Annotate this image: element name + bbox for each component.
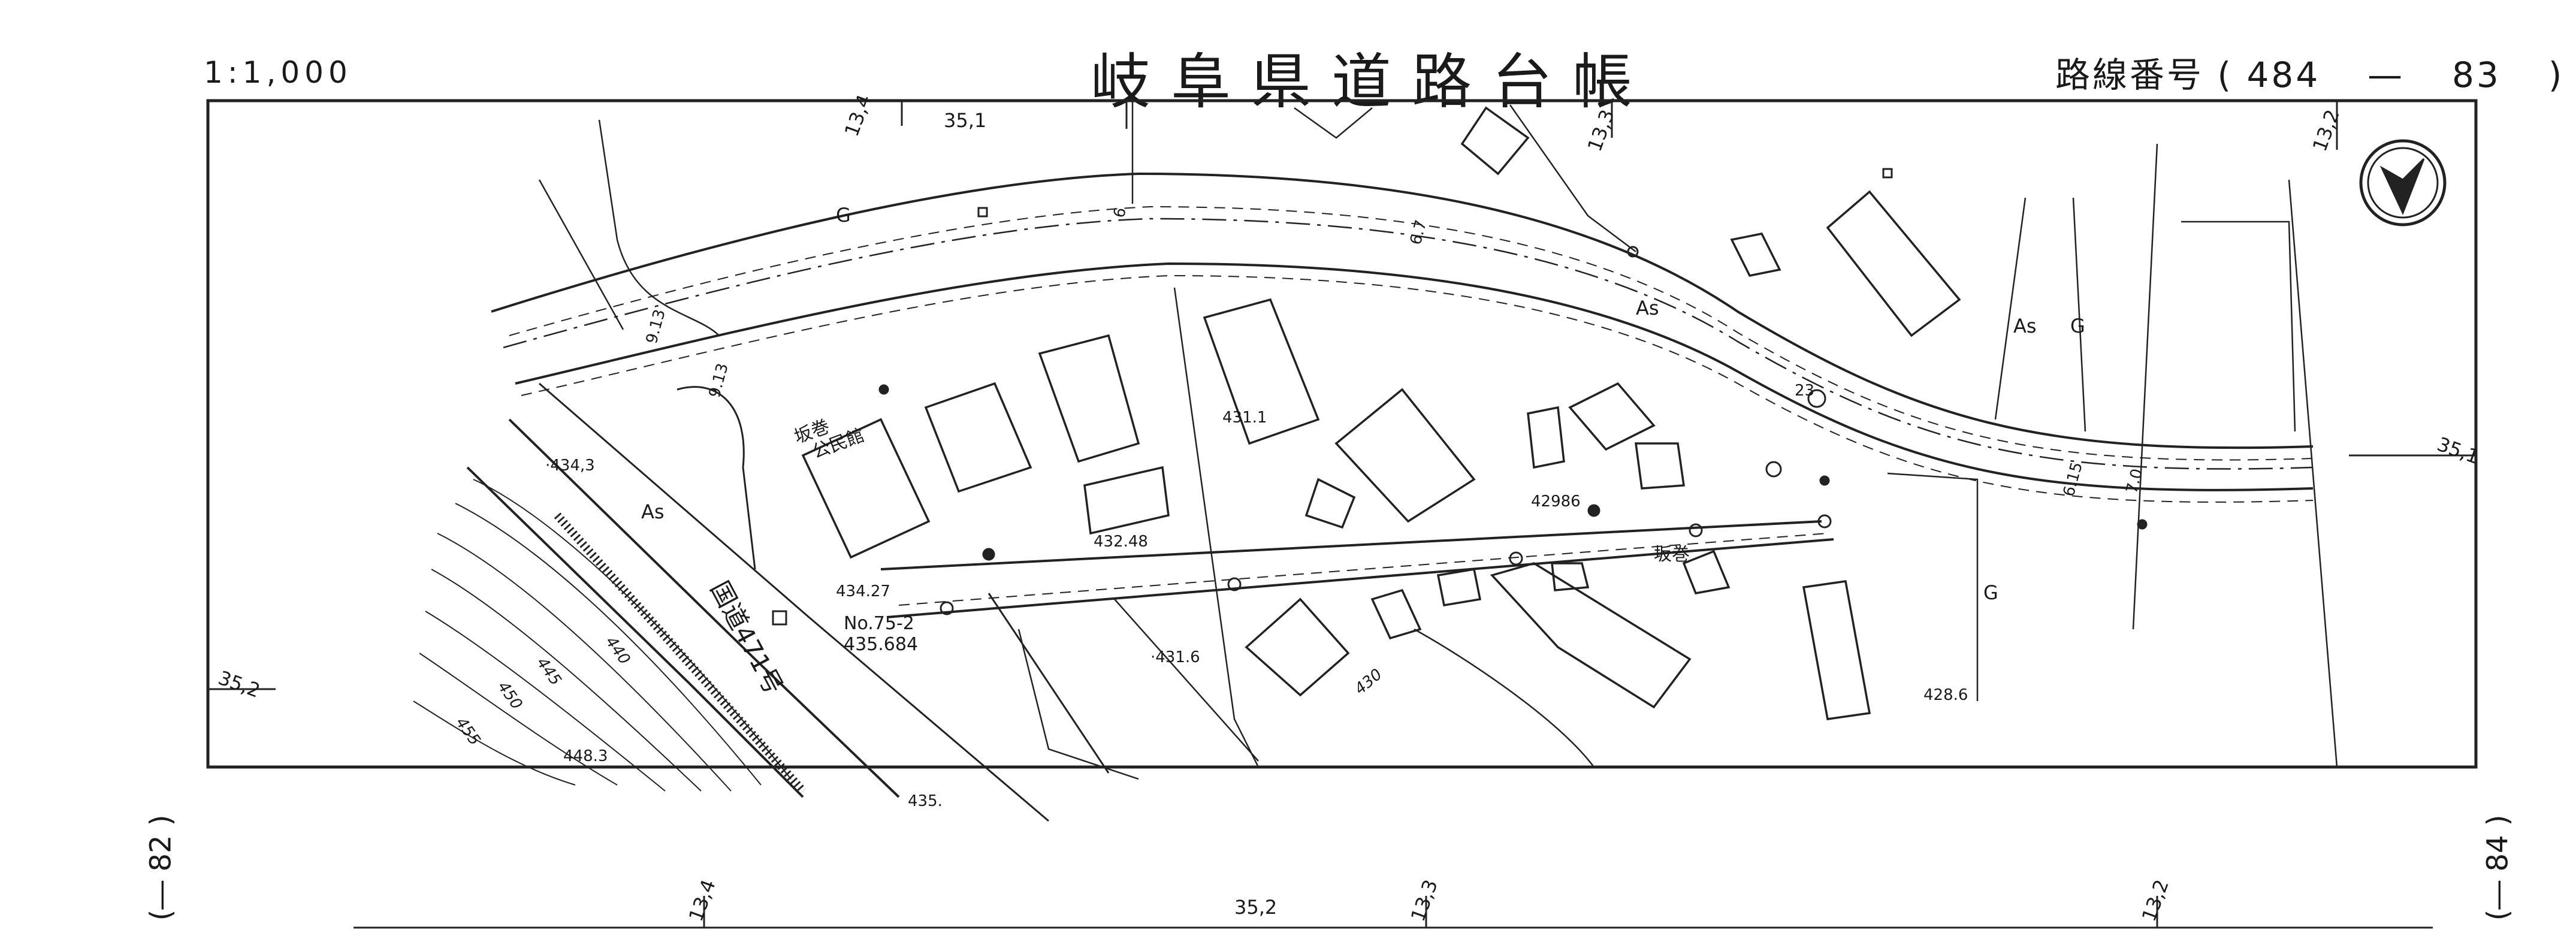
coord-bottom-3: 13,3 — [1406, 877, 1442, 925]
elevation-4311: 431.1 — [1222, 409, 1267, 427]
coord-top-2: 35,1 — [944, 109, 986, 132]
land-use-g-3: G — [1983, 581, 1998, 604]
elevation-4483: 448.3 — [563, 747, 608, 765]
elevation-4316: ·431.6 — [1150, 648, 1200, 666]
width-615: 6.15 — [2060, 460, 2086, 499]
elevation-4343: ·434,3 — [545, 457, 595, 475]
route-number-label: 路線番号 — [2055, 55, 2204, 95]
route-number: 路線番号 ( 484 — 83 ) — [2055, 47, 2564, 97]
station-elevation: 435.684 — [844, 634, 918, 655]
benchmark-icon — [772, 610, 787, 626]
branch-road — [880, 520, 1834, 618]
national-road-471 — [466, 382, 1110, 822]
elevation-4286: 428.6 — [1923, 686, 1968, 704]
route-number-right: 83 — [2452, 55, 2501, 95]
kilometer-post-23: 23 — [1795, 382, 1814, 400]
map-title: 岐阜県道路台帳 — [1091, 47, 1653, 117]
elevation-43427: 434.27 — [836, 582, 890, 600]
route-open-paren: ( — [2217, 55, 2234, 95]
coord-top-4: 13,2 — [2308, 107, 2344, 155]
property-lines — [538, 102, 2338, 780]
pavement-as-1: As — [641, 500, 665, 523]
map-symbols — [772, 168, 2148, 626]
fire-hydrant-icon — [1765, 461, 1782, 478]
route-dash: — — [2367, 55, 2405, 95]
route-number-left: 484 — [2246, 55, 2321, 95]
width-913-a: 9.13 — [706, 361, 732, 400]
north-arrow-icon — [2359, 139, 2447, 227]
coord-left: 35,2 — [215, 666, 263, 702]
prefectural-road — [491, 172, 2314, 503]
width-70: 7.0 — [2123, 467, 2147, 496]
pavement-as-3: As — [2013, 315, 2037, 337]
coord-top-3: 13,3 — [1583, 107, 1619, 155]
place-name: 坂巻 — [1654, 544, 1690, 565]
community-hall-building — [801, 418, 931, 559]
buildings — [801, 106, 1961, 720]
grid-ticks — [208, 101, 2476, 928]
kilometer-post-icon — [1807, 389, 1826, 408]
national-road-label: 国道471号 — [705, 576, 789, 699]
contour-445: 445 — [533, 654, 564, 689]
elevation-43248: 432.48 — [1094, 533, 1148, 551]
contour-430: 430 — [1351, 665, 1385, 698]
coord-bottom-4: 13,2 — [2137, 877, 2173, 925]
coord-bottom-2: 35,2 — [1234, 896, 1277, 919]
land-use-g-2: G — [2070, 315, 2085, 337]
coord-bottom-1: 13,4 — [684, 877, 720, 925]
contour-455: 455 — [452, 714, 484, 749]
scale-label: 1:1,000 — [204, 55, 352, 90]
width-6: 6 — [1110, 206, 1130, 220]
width-913-b: 9.13 — [643, 307, 669, 346]
pavement-as-2: As — [1636, 297, 1659, 319]
elevation-42986: 42986 — [1531, 493, 1581, 511]
map-frame — [206, 99, 2478, 769]
slope-hatching — [413, 479, 807, 794]
station-number: No.75-2 — [844, 613, 914, 634]
land-use-g-1: G — [836, 204, 851, 227]
elevation-435: 435. — [908, 792, 943, 810]
width-67: 6.7 — [1407, 218, 1431, 247]
route-close-paren: ) — [2548, 55, 2565, 95]
coord-top-1: 13,4 — [840, 92, 876, 140]
